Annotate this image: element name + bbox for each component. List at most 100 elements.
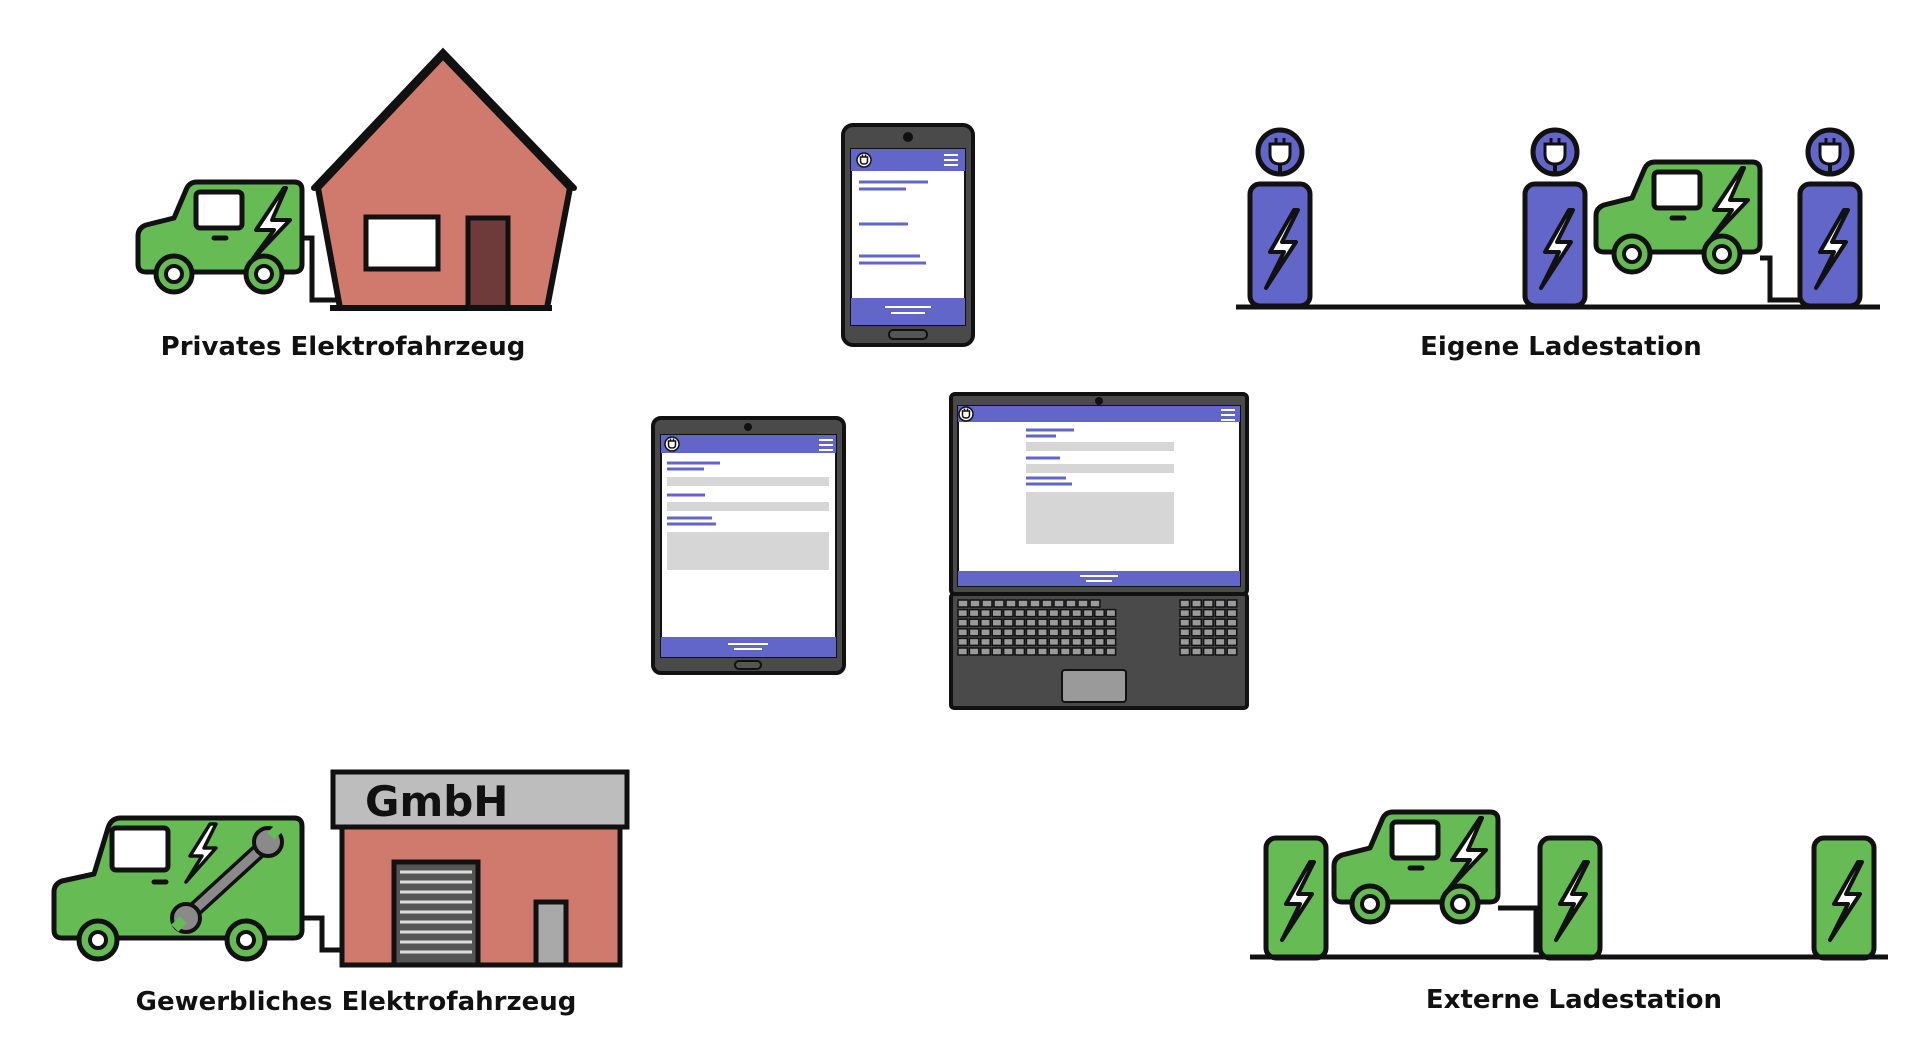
key xyxy=(1227,629,1237,636)
key xyxy=(1006,600,1016,607)
key xyxy=(1180,610,1190,617)
key xyxy=(1095,610,1104,617)
key xyxy=(958,638,967,645)
key xyxy=(1018,600,1028,607)
key xyxy=(1038,629,1047,636)
key xyxy=(1072,648,1081,655)
blue-charger-icon xyxy=(1250,130,1310,306)
key xyxy=(981,638,990,645)
key xyxy=(981,610,990,617)
key xyxy=(1049,619,1058,626)
commercial-vehicle-group: GmbH xyxy=(54,772,627,1017)
key xyxy=(981,629,990,636)
private-vehicle-group: Privates Elektrofahrzeug xyxy=(138,52,574,362)
key xyxy=(1192,610,1202,617)
key xyxy=(1192,619,1202,626)
key xyxy=(1066,600,1076,607)
key xyxy=(992,638,1001,645)
key xyxy=(1106,619,1115,626)
key xyxy=(1054,600,1064,607)
caption-own-station: Eigene Ladestation xyxy=(1420,332,1702,362)
key xyxy=(982,600,992,607)
key xyxy=(1204,638,1214,645)
blue-charger-icon xyxy=(1800,130,1860,306)
key xyxy=(1015,638,1024,645)
key xyxy=(1204,619,1214,626)
key xyxy=(1004,619,1013,626)
key xyxy=(1215,638,1225,645)
key xyxy=(1004,610,1013,617)
house-icon xyxy=(314,52,574,308)
key xyxy=(1078,600,1088,607)
key xyxy=(1204,648,1214,655)
key xyxy=(1049,648,1058,655)
key xyxy=(992,610,1001,617)
key xyxy=(958,629,967,636)
key xyxy=(1083,629,1092,636)
key xyxy=(1215,619,1225,626)
key xyxy=(1026,648,1035,655)
key xyxy=(1204,629,1214,636)
key xyxy=(1038,619,1047,626)
key xyxy=(994,600,1004,607)
key xyxy=(1192,638,1202,645)
key xyxy=(1095,629,1104,636)
key xyxy=(1038,610,1047,617)
key xyxy=(1061,638,1070,645)
company-sign: GmbH xyxy=(365,777,508,826)
private-car-icon xyxy=(138,182,302,292)
key xyxy=(1004,648,1013,655)
key xyxy=(992,629,1001,636)
key xyxy=(1180,648,1190,655)
key xyxy=(969,638,978,645)
key xyxy=(1049,610,1058,617)
key xyxy=(1004,629,1013,636)
key xyxy=(958,648,967,655)
key xyxy=(1180,638,1190,645)
key xyxy=(1180,600,1190,607)
key xyxy=(1095,648,1104,655)
key xyxy=(1072,610,1081,617)
key xyxy=(1026,638,1035,645)
key xyxy=(1030,600,1040,607)
key xyxy=(1180,629,1190,636)
key xyxy=(1042,600,1052,607)
key xyxy=(1106,629,1115,636)
key xyxy=(1204,610,1214,617)
key xyxy=(1015,648,1024,655)
key xyxy=(1015,619,1024,626)
company-building-icon: GmbH xyxy=(333,772,627,965)
key xyxy=(1095,619,1104,626)
key xyxy=(970,600,980,607)
blue-charger-icon xyxy=(1525,130,1585,306)
key xyxy=(1038,648,1047,655)
caption-private-vehicle: Privates Elektrofahrzeug xyxy=(161,332,526,362)
key xyxy=(1072,638,1081,645)
key xyxy=(1083,648,1092,655)
key xyxy=(1215,648,1225,655)
key xyxy=(1204,600,1214,607)
service-van-icon xyxy=(54,818,302,959)
key xyxy=(1083,619,1092,626)
key xyxy=(1227,648,1237,655)
key xyxy=(1026,610,1035,617)
key xyxy=(1106,610,1115,617)
key xyxy=(1061,629,1070,636)
key xyxy=(1083,610,1092,617)
key xyxy=(1106,648,1115,655)
key xyxy=(981,619,990,626)
green-charger-icon xyxy=(1540,838,1600,958)
key xyxy=(969,648,978,655)
key xyxy=(1215,600,1225,607)
key xyxy=(1004,638,1013,645)
car-icon xyxy=(1596,162,1760,272)
tablet-icon xyxy=(653,418,844,673)
key xyxy=(1061,648,1070,655)
key xyxy=(1015,610,1024,617)
key xyxy=(1083,638,1092,645)
key xyxy=(1227,610,1237,617)
caption-commercial-vehicle: Gewerbliches Elektrofahrzeug xyxy=(136,987,577,1017)
key xyxy=(958,600,968,607)
key xyxy=(1215,610,1225,617)
key xyxy=(969,629,978,636)
